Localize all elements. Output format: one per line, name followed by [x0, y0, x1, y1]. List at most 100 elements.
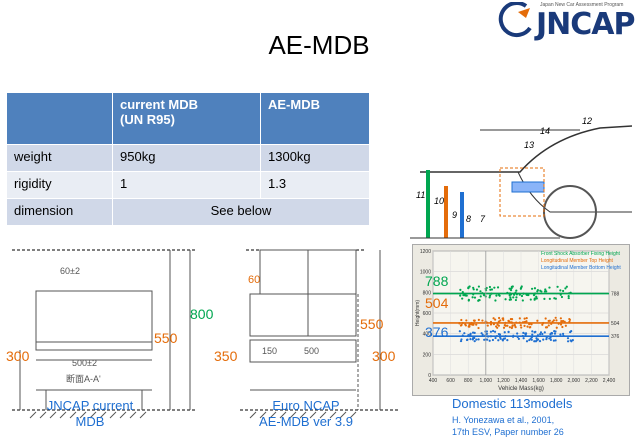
data-point — [479, 290, 482, 293]
data-point — [543, 290, 547, 293]
data-point — [498, 333, 502, 336]
data-point — [552, 319, 556, 322]
data-point — [520, 326, 523, 329]
diagram-label-8: 8 — [466, 214, 472, 224]
data-point — [545, 326, 549, 329]
data-point — [472, 286, 475, 289]
data-point — [520, 285, 523, 288]
domestic-reference: H. Yonezawa et al., 2001, 17th ESV, Pape… — [452, 414, 564, 438]
data-point — [473, 340, 476, 343]
data-point — [507, 319, 510, 322]
euro-height-300: 300 — [372, 348, 396, 364]
data-point — [508, 287, 511, 290]
data-point — [543, 331, 546, 334]
row-ae: 1.3 — [260, 171, 370, 199]
jncap-height-300: 300 — [6, 348, 30, 364]
x-tick-label: 1,600 — [532, 378, 545, 384]
data-point — [531, 330, 534, 333]
data-point — [545, 336, 548, 339]
logo-tagline: Japan New Car Assessment Program — [540, 2, 624, 8]
data-point — [459, 339, 463, 343]
diagram-label-7: 7 — [480, 214, 486, 224]
x-tick-label: 1,200 — [497, 378, 510, 384]
data-point — [503, 324, 506, 327]
data-point — [521, 299, 524, 302]
data-point — [510, 318, 514, 321]
x-tick-label: 2,200 — [585, 378, 598, 384]
data-point — [462, 294, 465, 297]
data-point — [530, 338, 533, 341]
data-point — [469, 338, 472, 341]
ref-line1: H. Yonezawa et al., 2001, — [452, 415, 555, 425]
header-current-line1: current MDB — [120, 97, 199, 112]
data-point — [471, 338, 474, 341]
data-point — [506, 339, 509, 342]
table-header-ae: AE-MDB — [260, 92, 370, 145]
diagram-label-10: 10 — [434, 196, 445, 206]
spec-table: current MDB (UN R95) AE-MDB weight 950kg… — [6, 92, 370, 226]
data-point — [568, 318, 572, 321]
data-point — [460, 318, 463, 322]
euro-height-350: 350 — [214, 348, 238, 364]
data-point — [567, 296, 570, 300]
data-point — [552, 339, 555, 342]
data-point — [481, 319, 484, 322]
data-point — [483, 338, 486, 341]
data-point — [565, 285, 568, 288]
data-point — [495, 294, 498, 297]
data-point — [463, 332, 466, 335]
data-point — [467, 286, 470, 290]
data-point — [549, 338, 553, 342]
data-point — [536, 319, 539, 322]
data-point — [475, 338, 478, 341]
jncap-dim-width: 500±2 — [72, 358, 97, 368]
annotation-504: 504 — [425, 295, 449, 311]
row-current: 950kg — [112, 144, 261, 172]
data-point — [539, 333, 542, 336]
annotation-376: 376 — [425, 324, 449, 340]
data-point — [559, 333, 562, 336]
data-point — [489, 323, 493, 326]
diagram-label-12: 12 — [582, 116, 593, 126]
data-point — [528, 326, 531, 329]
data-point — [533, 297, 536, 300]
data-point — [564, 287, 567, 290]
data-point — [553, 332, 557, 335]
data-point — [524, 333, 527, 336]
data-point — [486, 338, 489, 341]
data-point — [493, 330, 497, 333]
row-merged: See below — [112, 198, 370, 226]
data-point — [548, 337, 551, 340]
data-point — [473, 319, 476, 322]
table-header-row: current MDB (UN R95) AE-MDB — [6, 92, 370, 145]
ref-line2: 17th ESV, Paper number 26 — [452, 427, 564, 437]
data-point — [477, 338, 480, 341]
euro-height-550: 550 — [360, 316, 384, 332]
data-point — [547, 324, 550, 327]
data-point — [560, 295, 564, 299]
data-point — [561, 325, 564, 329]
data-point — [540, 290, 543, 293]
row-label: weight — [6, 144, 113, 172]
diagram-label-13: 13 — [524, 140, 535, 150]
x-tick-label: 2,400 — [603, 378, 616, 384]
data-point — [479, 295, 482, 298]
data-point — [488, 296, 491, 299]
data-point — [515, 289, 518, 292]
data-point — [541, 332, 544, 336]
data-point — [525, 317, 528, 320]
data-point — [459, 288, 462, 291]
data-point — [512, 296, 515, 299]
data-point — [556, 285, 559, 288]
data-point — [548, 297, 551, 300]
data-point — [511, 285, 514, 288]
data-point — [477, 285, 480, 288]
data-point — [508, 294, 511, 297]
data-point — [489, 288, 492, 291]
data-point — [490, 288, 494, 291]
data-point — [488, 285, 492, 289]
data-point — [477, 326, 480, 330]
y-tick-label: 1000 — [420, 270, 431, 276]
data-point — [508, 326, 511, 329]
data-point — [559, 289, 562, 292]
